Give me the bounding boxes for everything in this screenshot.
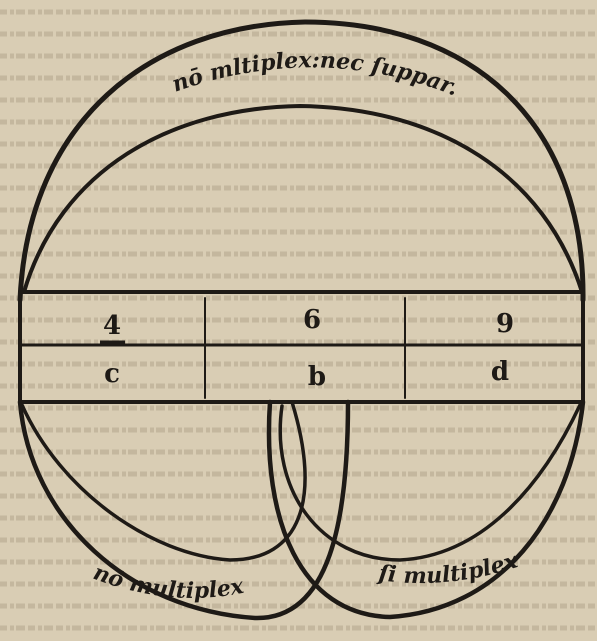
inner-top-arc: [22, 104, 584, 294]
cell-bottom-middle: b: [308, 362, 326, 392]
right-lower-inner-arc: [278, 403, 582, 562]
left-lower-inner-arc: [20, 400, 307, 562]
table-frame: [18, 290, 585, 404]
cell-bottom-left: c: [104, 359, 120, 389]
cell-top-right: 9: [496, 309, 514, 339]
right-lower-outer-arc: [266, 399, 586, 620]
cell-top-left: 4: [103, 311, 121, 341]
cell-bottom-right: d: [491, 357, 509, 387]
outer-top-arc: [17, 19, 586, 303]
left-lower-outer-arc: [17, 399, 351, 621]
cell-top-middle: 6: [303, 305, 321, 335]
